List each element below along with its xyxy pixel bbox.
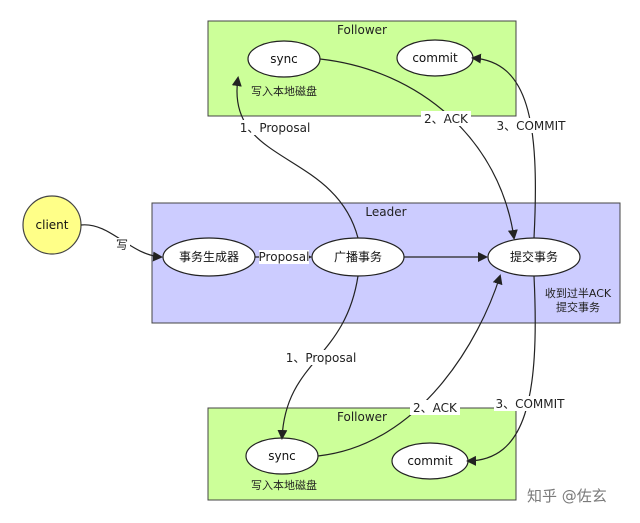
edge-proposal-top: [231, 76, 359, 239]
follower-top-note: 写入本地磁盘: [251, 84, 317, 98]
follower-bottom-sync-label: sync: [268, 449, 296, 463]
leader-note-line1: 收到过半ACK: [545, 286, 612, 300]
edge-label-proposal-inner: Proposal: [259, 250, 310, 264]
generator-label: 事务生成器: [179, 249, 239, 264]
leader-title: Leader: [365, 205, 406, 219]
follower-top-commit-label: commit: [412, 51, 458, 65]
edge-label-proposal-top: 1、Proposal: [240, 121, 311, 135]
broadcast-label: 广播事务: [334, 249, 382, 264]
commit-tx-label: 提交事务: [510, 249, 558, 264]
edge-label-ack-top: 2、ACK: [424, 112, 469, 126]
follower-bottom-note: 写入本地磁盘: [251, 478, 317, 492]
edge-label-write: 写: [116, 238, 128, 252]
watermark: 知乎 @佐玄: [527, 487, 607, 505]
follower-top-container: Follower sync commit 写入本地磁盘: [207, 20, 517, 117]
edge-commit-top: [471, 53, 536, 239]
edge-label-commit-bottom: 3、COMMIT: [495, 397, 565, 411]
edge-label-proposal-bottom: 1、Proposal: [286, 351, 357, 365]
client-label: client: [36, 218, 69, 232]
follower-bottom-commit-label: commit: [407, 454, 453, 468]
edge-label-commit-top: 3、COMMIT: [496, 119, 566, 133]
edge-commit-bottom: [466, 275, 536, 466]
follower-bottom-title: Follower: [337, 410, 387, 424]
follower-bottom-container: Follower sync commit 写入本地磁盘: [207, 407, 517, 501]
client-node-group: client: [22, 195, 82, 255]
edge-ack-bottom: [317, 274, 503, 457]
leader-note-line2: 提交事务: [556, 300, 600, 314]
follower-top-title: Follower: [337, 23, 387, 37]
edge-label-ack-bottom: 2、ACK: [413, 401, 458, 415]
leader-container: Leader 事务生成器 广播事务 提交事务 收到过半ACK 提交事务: [151, 202, 621, 324]
follower-top-sync-label: sync: [270, 52, 298, 66]
